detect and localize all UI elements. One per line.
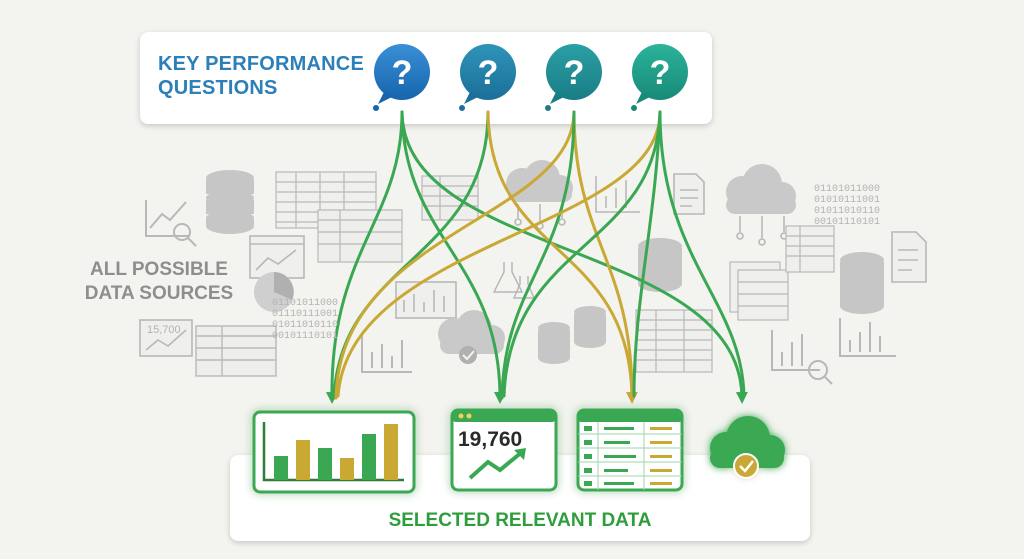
binary-line: 01011010110	[814, 206, 881, 217]
svg-text:?: ?	[650, 54, 671, 92]
questions-title-line1: KEY PERFORMANCE	[158, 53, 364, 75]
svg-text:?: ?	[392, 54, 413, 92]
spreadsheet-icon	[635, 309, 713, 373]
database-icon	[840, 252, 884, 314]
line-chart-icon	[249, 235, 305, 279]
flow-arrows	[325, 110, 748, 404]
cloud-icon	[726, 164, 796, 214]
binary-text-block: 01101011000 01110111001 01011010110 0010…	[272, 298, 338, 342]
selected-data-title: SELECTED RELEVANT DATA	[388, 510, 652, 531]
svg-text:?: ?	[564, 54, 585, 92]
kpi-value: 19,760	[458, 428, 523, 451]
sources-label-line2: DATA SOURCES	[84, 283, 234, 304]
question-bubble-icon: ?	[373, 44, 430, 111]
arrow-q3-to-chart	[334, 110, 576, 400]
pie-chart-icon	[254, 272, 294, 312]
question-bubble-icon: ?	[545, 44, 602, 111]
arrow-q3-to-kpi	[500, 110, 576, 400]
questions-title-line2: QUESTIONS	[158, 77, 278, 99]
spreadsheet-icon	[785, 225, 835, 273]
questions-title: KEY PERFORMANCE QUESTIONS	[158, 52, 364, 100]
binary-line: 01101011000	[814, 184, 881, 195]
arrow-q1-to-kpi	[400, 110, 506, 404]
document-icon	[891, 231, 927, 283]
svg-text:?: ?	[478, 54, 499, 92]
bar-chart-icon	[395, 281, 457, 319]
background-sources	[139, 160, 927, 385]
database-icon	[206, 170, 254, 234]
arrow-q4-to-table	[632, 110, 662, 398]
bar-chart-icon	[839, 318, 896, 357]
binary-line: 00101110101	[814, 217, 881, 228]
arrow-q4-to-cloud	[658, 110, 746, 398]
arrow-q1-to-cloud	[400, 110, 748, 404]
bar-chart-icon	[361, 334, 412, 373]
binary-text-block: 01101011000 01010111001 01011010110 0010…	[814, 184, 880, 228]
cloud-check-tile	[710, 416, 785, 479]
line-chart-icon	[139, 319, 193, 357]
line-chart-icon	[145, 200, 197, 247]
cloud-icon	[438, 310, 505, 354]
question-bubble-icon: ?	[631, 44, 688, 111]
table-tile	[576, 408, 684, 492]
arrow-q4-to-kpi	[502, 110, 662, 398]
checkmark-icon	[733, 453, 759, 479]
bar-chart-icon	[771, 330, 833, 385]
checkmark-icon	[459, 346, 477, 364]
bar-chart-tile	[252, 410, 416, 494]
binary-line: 01010111001	[814, 195, 881, 206]
binary-line: 00101110101	[272, 331, 339, 342]
spreadsheet-icon	[195, 325, 277, 377]
document-icon	[673, 173, 705, 215]
binary-line: 01110111001	[272, 309, 339, 320]
spreadsheet-icon	[421, 175, 479, 221]
network-lines	[736, 216, 788, 246]
kpi-tile	[450, 408, 558, 492]
sources-label-line1: ALL POSSIBLE	[90, 259, 228, 280]
small-value: 15,700	[147, 324, 181, 336]
arrow-q2-to-table	[486, 110, 638, 404]
small-value-text: 15,700	[147, 325, 181, 336]
database-icon	[538, 306, 606, 364]
sources-label: ALL POSSIBLE DATA SOURCES	[84, 258, 234, 306]
arrow-q4-to-chart	[336, 110, 662, 398]
binary-line: 01101011000	[272, 298, 339, 309]
arrow-q3-to-table	[572, 110, 634, 398]
question-bubble-icon: ?	[459, 44, 516, 111]
arrow-q1-to-chart	[325, 110, 404, 404]
binary-line: 01011010110	[272, 320, 339, 331]
spreadsheet-icon	[729, 261, 789, 321]
